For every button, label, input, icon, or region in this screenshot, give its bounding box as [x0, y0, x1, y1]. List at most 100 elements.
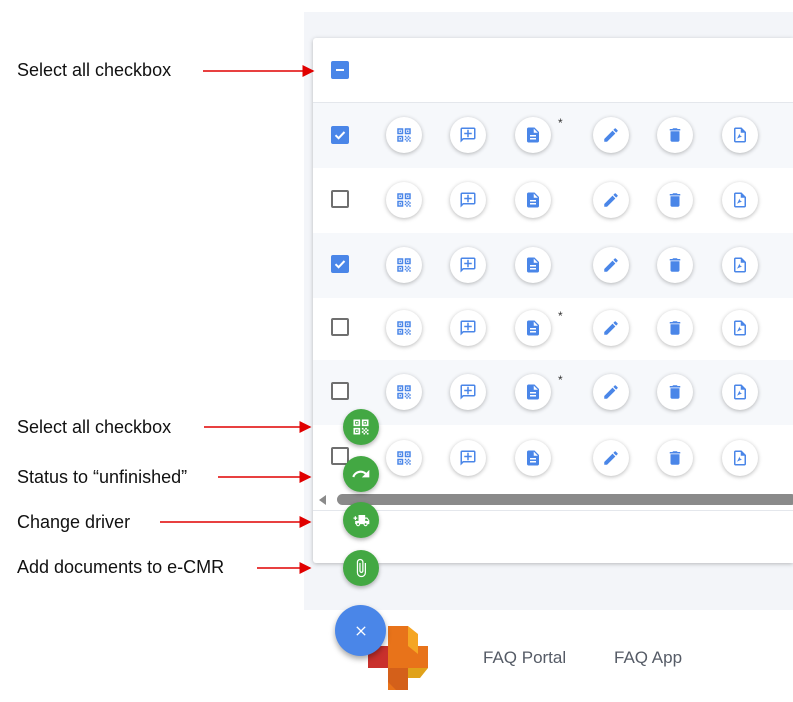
add-comment-icon: [460, 192, 476, 208]
delete-icon: [669, 321, 681, 335]
table-row: *: [313, 360, 793, 425]
row-checkbox[interactable]: [331, 382, 349, 400]
add-comment-button[interactable]: [450, 374, 486, 410]
add-comment-button[interactable]: [450, 440, 486, 476]
edit-icon: [604, 451, 618, 465]
pdf-icon: [734, 192, 746, 208]
delete-button[interactable]: [657, 182, 693, 218]
pdf-button[interactable]: [722, 117, 758, 153]
add-comment-button[interactable]: [450, 182, 486, 218]
document-icon: [527, 384, 539, 400]
delete-icon: [669, 193, 681, 207]
add-documents-button[interactable]: [343, 550, 379, 586]
horizontal-scrollbar[interactable]: [313, 489, 793, 511]
select-all-checkbox[interactable]: [331, 61, 349, 79]
pdf-icon: [734, 257, 746, 273]
document-button[interactable]: [515, 117, 551, 153]
edit-button[interactable]: [593, 182, 629, 218]
qr-code-icon: [397, 321, 411, 335]
attachment-icon: [356, 558, 366, 578]
row-checkbox[interactable]: [331, 126, 349, 144]
annotation-select-all-header: Select all checkbox: [17, 60, 172, 80]
pdf-button[interactable]: [722, 374, 758, 410]
add-comment-button[interactable]: [450, 117, 486, 153]
document-flag: *: [558, 116, 563, 130]
edit-button[interactable]: [593, 247, 629, 283]
speed-dial-close-button[interactable]: [335, 605, 386, 656]
document-button[interactable]: [515, 310, 551, 346]
document-button[interactable]: [515, 440, 551, 476]
status-unfinished-button[interactable]: [343, 456, 379, 492]
faq-portal-link[interactable]: FAQ Portal: [483, 648, 567, 667]
add-comment-icon: [460, 127, 476, 143]
document-icon: [527, 320, 539, 336]
document-icon: [527, 257, 539, 273]
document-button[interactable]: [515, 247, 551, 283]
row-checkbox[interactable]: [331, 255, 349, 273]
pdf-button[interactable]: [722, 247, 758, 283]
edit-icon: [604, 258, 618, 272]
edit-button[interactable]: [593, 310, 629, 346]
change-driver-button[interactable]: [343, 502, 379, 538]
pdf-button[interactable]: [722, 440, 758, 476]
faq-app-link[interactable]: FAQ App: [614, 648, 683, 667]
add-comment-button[interactable]: [450, 247, 486, 283]
document-flag: *: [558, 373, 563, 387]
qr-code-button[interactable]: [386, 117, 422, 153]
row-checkbox[interactable]: [331, 447, 349, 465]
table-row: [313, 168, 793, 233]
delete-button[interactable]: [657, 247, 693, 283]
delete-button[interactable]: [657, 117, 693, 153]
delete-button[interactable]: [657, 440, 693, 476]
add-comment-icon: [460, 320, 476, 336]
add-comment-icon: [460, 257, 476, 273]
document-icon: [527, 192, 539, 208]
qr-code-button[interactable]: [386, 440, 422, 476]
table-row: *: [313, 103, 793, 168]
edit-button[interactable]: [593, 440, 629, 476]
qr-code-button[interactable]: [386, 247, 422, 283]
delete-button[interactable]: [657, 310, 693, 346]
delete-button[interactable]: [657, 374, 693, 410]
ecmr-table-card: * *: [313, 38, 793, 563]
delete-icon: [669, 128, 681, 142]
table-header-row: [313, 38, 793, 103]
document-icon: [527, 450, 539, 466]
edit-icon: [604, 321, 618, 335]
add-comment-icon: [460, 450, 476, 466]
qr-code-icon: [353, 419, 369, 435]
delete-icon: [669, 385, 681, 399]
edit-icon: [604, 385, 618, 399]
table-row: [313, 425, 793, 490]
row-checkbox[interactable]: [331, 318, 349, 336]
annotation-change-driver: Change driver: [17, 512, 131, 532]
table-row: *: [313, 298, 793, 363]
scroll-left-arrow-icon[interactable]: [319, 495, 326, 505]
bulk-qr-code-button[interactable]: [343, 409, 379, 445]
qr-code-icon: [397, 451, 411, 465]
qr-code-button[interactable]: [386, 182, 422, 218]
document-button[interactable]: [515, 182, 551, 218]
redo-icon: [352, 469, 370, 478]
pdf-icon: [734, 127, 746, 143]
qr-code-button[interactable]: [386, 374, 422, 410]
edit-button[interactable]: [593, 374, 629, 410]
edit-icon: [604, 128, 618, 142]
pdf-button[interactable]: [722, 182, 758, 218]
change-driver-icon: [353, 515, 370, 527]
add-comment-button[interactable]: [450, 310, 486, 346]
annotation-select-all-fab: Select all checkbox: [17, 417, 172, 437]
document-icon: [527, 127, 539, 143]
document-flag: *: [558, 309, 563, 323]
qr-code-icon: [397, 385, 411, 399]
edit-button[interactable]: [593, 117, 629, 153]
pdf-icon: [734, 320, 746, 336]
scrollbar-thumb[interactable]: [337, 494, 793, 505]
pdf-button[interactable]: [722, 310, 758, 346]
row-checkbox[interactable]: [331, 190, 349, 208]
pdf-icon: [734, 450, 746, 466]
qr-code-button[interactable]: [386, 310, 422, 346]
document-button[interactable]: [515, 374, 551, 410]
qr-code-icon: [397, 128, 411, 142]
